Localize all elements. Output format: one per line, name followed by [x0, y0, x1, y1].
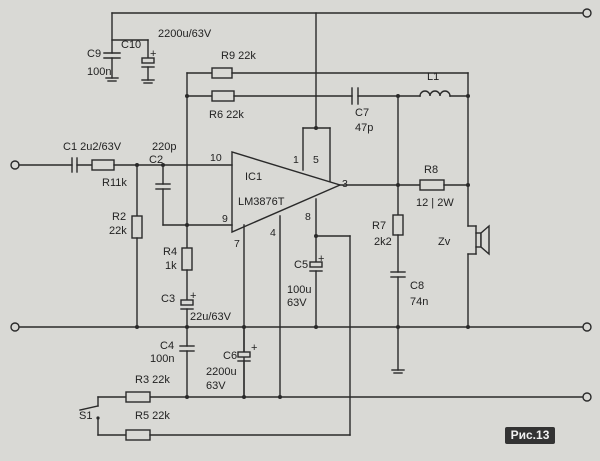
- r9-label: R9 22k: [221, 50, 256, 62]
- c8-ref-label: C8: [410, 280, 424, 292]
- c5-ref-label: C5: [294, 259, 308, 271]
- r5-label: R5 22k: [135, 410, 170, 422]
- r7-resistor: [392, 214, 404, 273]
- r5-resistor: [97, 429, 351, 441]
- ic1-pin-4-label: 4: [270, 227, 276, 239]
- c6-capacitor: [237, 325, 251, 398]
- c2-capacitor: [155, 164, 171, 226]
- r8-ref-label: R8: [424, 164, 438, 176]
- r9-resistor: [186, 67, 469, 79]
- c4-capacitor: [179, 326, 195, 399]
- inverting-input-net: [162, 72, 233, 227]
- ground-left-terminal: [10, 322, 20, 332]
- c10-polarity-mark: +: [150, 48, 156, 60]
- c6-value-label: 2200u: [206, 366, 237, 378]
- c10-capacitor: [111, 39, 155, 84]
- positive-supply-rail: [111, 8, 592, 18]
- c10-ref-label: C10: [121, 39, 141, 51]
- ic1-pin-7-label: 7: [234, 238, 240, 250]
- c5-voltage-label: 63V: [287, 297, 307, 309]
- r3-label: R3 22k: [135, 374, 170, 386]
- c4-ref-label: C4: [160, 340, 174, 352]
- positive-supply-terminal: [582, 8, 592, 18]
- zv-ref-label: Zv: [438, 236, 451, 248]
- r7-value-label: 2k2: [374, 236, 392, 248]
- ground-rail: [10, 322, 592, 332]
- ic1-opamp: [231, 151, 343, 234]
- c2-value-label: 220p: [152, 141, 176, 153]
- c3-capacitor: [180, 299, 194, 329]
- ic1-supply-pins: [302, 12, 331, 182]
- r4-value-label: 1k: [165, 260, 177, 272]
- r6-resistor: [186, 90, 353, 102]
- ic1-pin-8-label: 8: [305, 211, 311, 223]
- ic1-pin-3-label: 3: [342, 178, 348, 190]
- l1-inductor: [419, 72, 470, 227]
- input-terminal[interactable]: [10, 160, 20, 170]
- c9-ref-label: C9: [87, 48, 101, 60]
- ic1-pin-10-label: 10: [210, 152, 222, 164]
- c7-ref-label: C7: [355, 107, 369, 119]
- c8-capacitor: [390, 271, 406, 374]
- c3-ref-label: C3: [161, 293, 175, 305]
- negative-supply-terminal: [582, 392, 592, 402]
- ic1-pin-1-label: 1: [293, 154, 299, 166]
- c3-value-label: 22u/63V: [190, 311, 232, 323]
- r3-resistor: [97, 391, 151, 403]
- c8-value-label: 74n: [410, 296, 428, 308]
- c9-capacitor: [103, 12, 121, 82]
- r8-value-label: 12 | 2W: [416, 197, 454, 209]
- c5-polarity-mark: +: [318, 253, 324, 265]
- r2-ref-label: R2: [112, 211, 126, 223]
- s1-switch[interactable]: [79, 396, 100, 436]
- r4-resistor: [181, 224, 193, 301]
- c1-capacitor: [18, 157, 93, 173]
- r1-label: R11k: [102, 177, 127, 189]
- figure-number-badge: Рис.13: [505, 427, 555, 444]
- output-net: [339, 95, 421, 216]
- c7-capacitor: [351, 87, 421, 105]
- c1-label: C1 2u2/63V: [63, 141, 122, 153]
- c6-polarity-mark: +: [251, 342, 257, 354]
- ic1-pin-9-label: 9: [222, 213, 228, 225]
- c10-value-label: 2200u/63V: [158, 28, 212, 40]
- c3-polarity-mark: +: [190, 290, 196, 302]
- speaker-icon: [466, 224, 490, 329]
- r2-value-label: 22k: [109, 225, 127, 237]
- c6-voltage-label: 63V: [206, 380, 226, 392]
- ic1-pin4-lead: [278, 215, 282, 399]
- ic1-ref-label: IC1: [245, 171, 262, 183]
- c5-capacitor: [309, 198, 351, 436]
- r6-label: R6 22k: [209, 109, 244, 121]
- r8-resistor: [419, 179, 470, 191]
- c9-value-label: 100n: [87, 66, 111, 78]
- r2-resistor: [131, 164, 143, 329]
- c6-ref-label: C6: [223, 350, 237, 362]
- s1-ref-label: S1: [79, 410, 92, 422]
- c5-value-label: 100u: [287, 284, 311, 296]
- c7-value-label: 47p: [355, 122, 373, 134]
- negative-supply-rail: [149, 392, 592, 402]
- ground-right-terminal: [582, 322, 592, 332]
- r4-ref-label: R4: [163, 246, 177, 258]
- r7-ref-label: R7: [372, 220, 386, 232]
- ic1-pin-5-label: 5: [313, 154, 319, 166]
- c2-ref-label: C2: [149, 154, 163, 166]
- c4-value-label: 100n: [150, 353, 174, 365]
- ic1-part-label: LM3876T: [238, 196, 285, 208]
- l1-ref-label: L1: [427, 71, 439, 83]
